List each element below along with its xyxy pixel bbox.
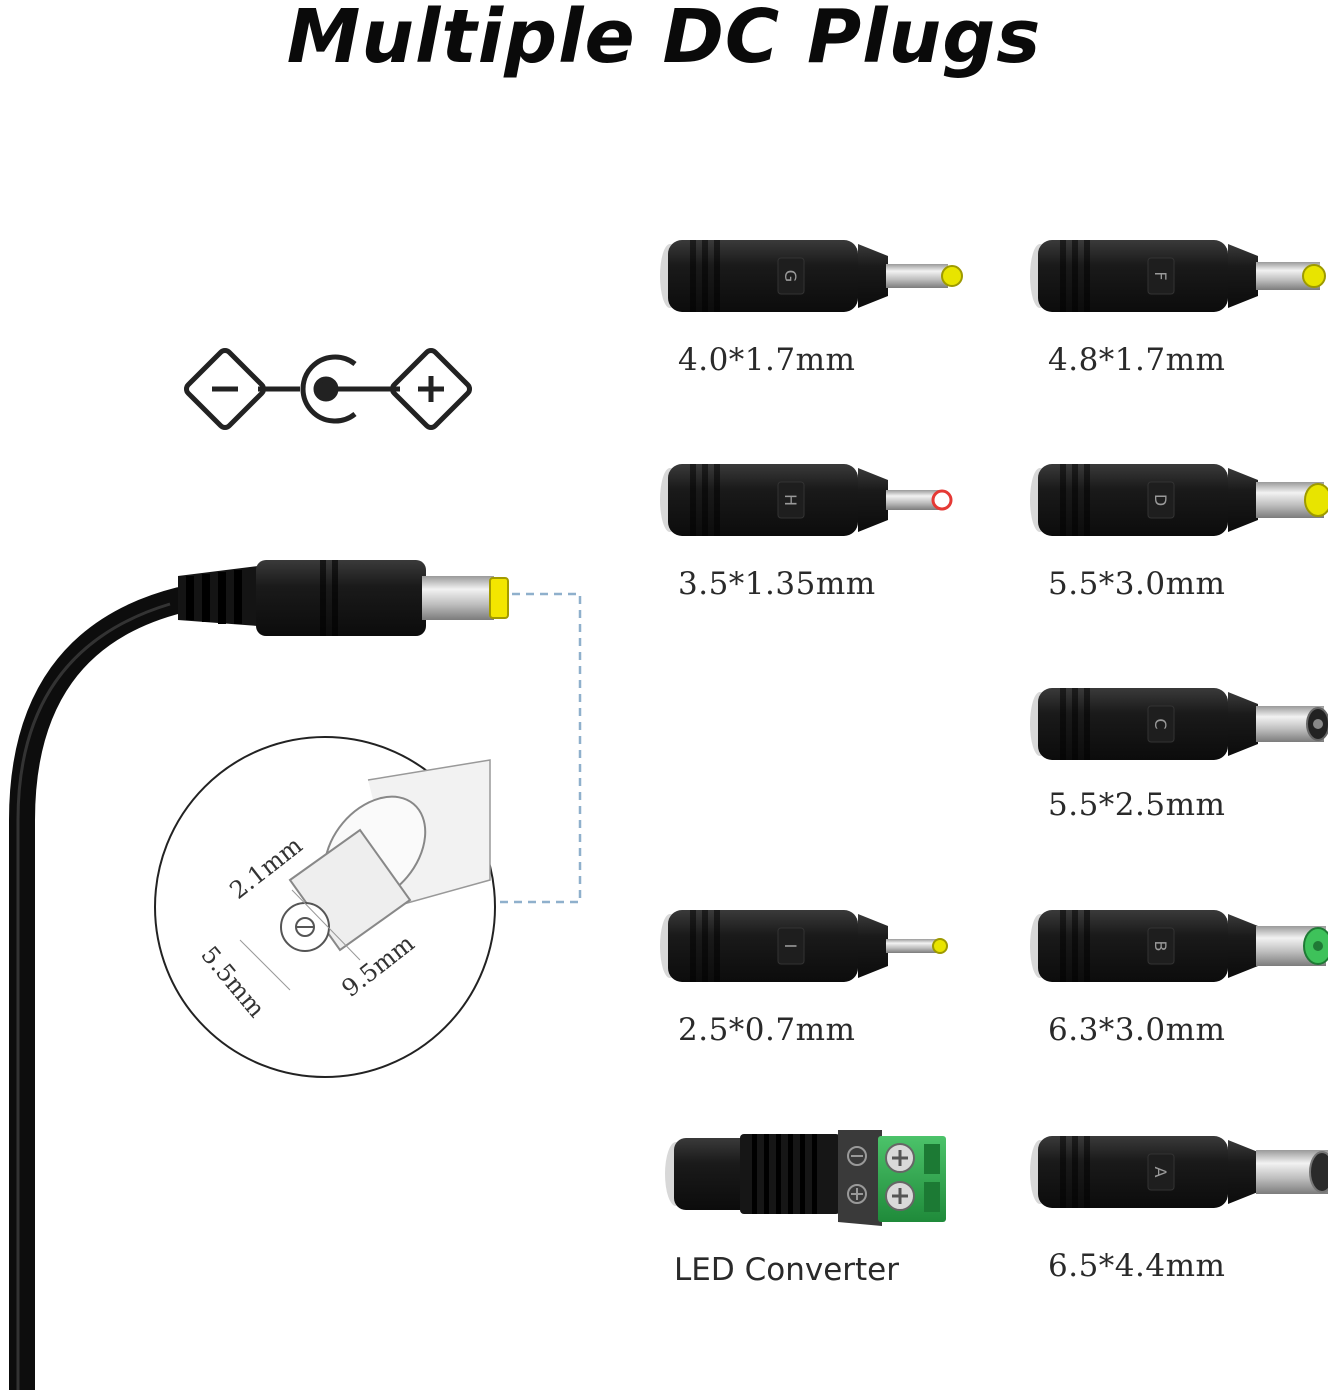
plug-letter: A xyxy=(1151,1167,1170,1178)
plug-letter: H xyxy=(781,494,800,506)
plug-letter: G xyxy=(781,270,800,282)
plug-b: B xyxy=(1030,910,1328,982)
plug-letter: C xyxy=(1151,718,1170,729)
callout-line xyxy=(496,592,582,904)
plug-size-label: 5.5*2.5mm xyxy=(1048,787,1225,823)
main-dc-plug xyxy=(178,560,509,636)
led-converter xyxy=(665,1130,946,1226)
plug-i: I xyxy=(660,910,948,982)
plug-h: H xyxy=(660,464,953,536)
plug-c: C xyxy=(1030,688,1328,760)
led-converter-label: LED Converter xyxy=(674,1252,899,1288)
plug-f: F xyxy=(1030,240,1326,312)
plug-letter: I xyxy=(781,944,800,949)
plug-g: G xyxy=(660,240,963,312)
page-title: Multiple DC Plugs xyxy=(287,0,1042,80)
plug-d: D xyxy=(1030,464,1328,536)
plug-size-label: 5.5*3.0mm xyxy=(1048,566,1225,602)
detail-magnifier xyxy=(154,736,496,1078)
plug-size-label: 6.3*3.0mm xyxy=(1048,1012,1225,1048)
plug-size-label: 4.8*1.7mm xyxy=(1048,342,1225,378)
main-cable xyxy=(9,583,213,1390)
plug-letter: F xyxy=(1151,271,1170,280)
plug-letter: B xyxy=(1151,941,1170,952)
plug-a: A xyxy=(1030,1136,1328,1208)
plug-size-label: 4.0*1.7mm xyxy=(678,342,855,378)
plug-size-label: 2.5*0.7mm xyxy=(678,1012,855,1048)
plug-letter: D xyxy=(1151,494,1170,506)
plug-size-label: 6.5*4.4mm xyxy=(1048,1248,1225,1284)
polarity-icon xyxy=(183,347,473,431)
plug-size-label: 3.5*1.35mm xyxy=(678,566,876,602)
